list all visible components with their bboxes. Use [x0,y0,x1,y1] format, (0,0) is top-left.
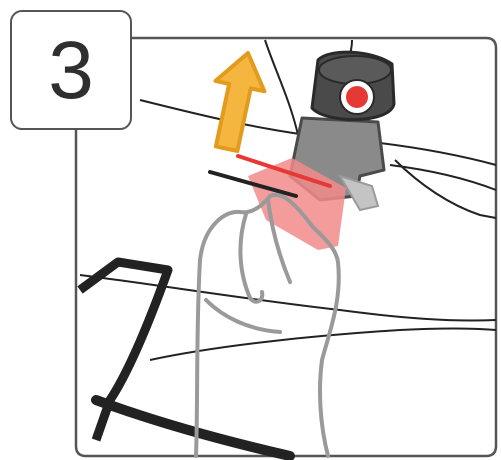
step-number: 3 [48,30,94,112]
step-number-badge: 3 [10,10,132,130]
panel-frame [76,38,496,456]
arrow-up-icon [202,48,271,154]
belt-strap [96,400,290,456]
hand-outline [196,195,339,456]
release-button-icon [340,80,374,114]
